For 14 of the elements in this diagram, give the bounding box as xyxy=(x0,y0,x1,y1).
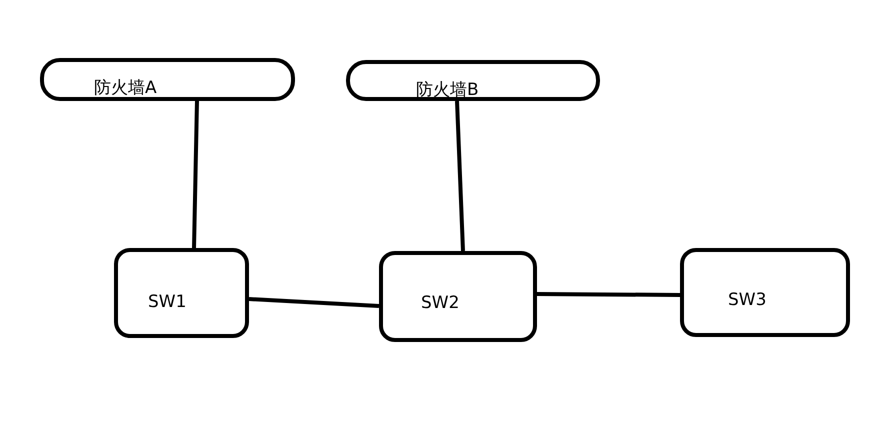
connector-line xyxy=(455,100,465,252)
node-label: SW1 xyxy=(148,292,186,312)
connector-line xyxy=(536,292,680,297)
node-label: SW2 xyxy=(421,293,460,313)
connector-line xyxy=(192,100,199,248)
firewall-box xyxy=(346,60,600,101)
switch-box xyxy=(680,248,850,337)
switch-box xyxy=(114,248,249,338)
firewall-box xyxy=(40,58,295,101)
connector-line xyxy=(248,297,380,308)
switch-box xyxy=(379,251,537,342)
node-label: SW3 xyxy=(728,290,766,310)
node-label: 防火墙B xyxy=(416,79,479,101)
node-label: 防火墙A xyxy=(94,77,157,99)
